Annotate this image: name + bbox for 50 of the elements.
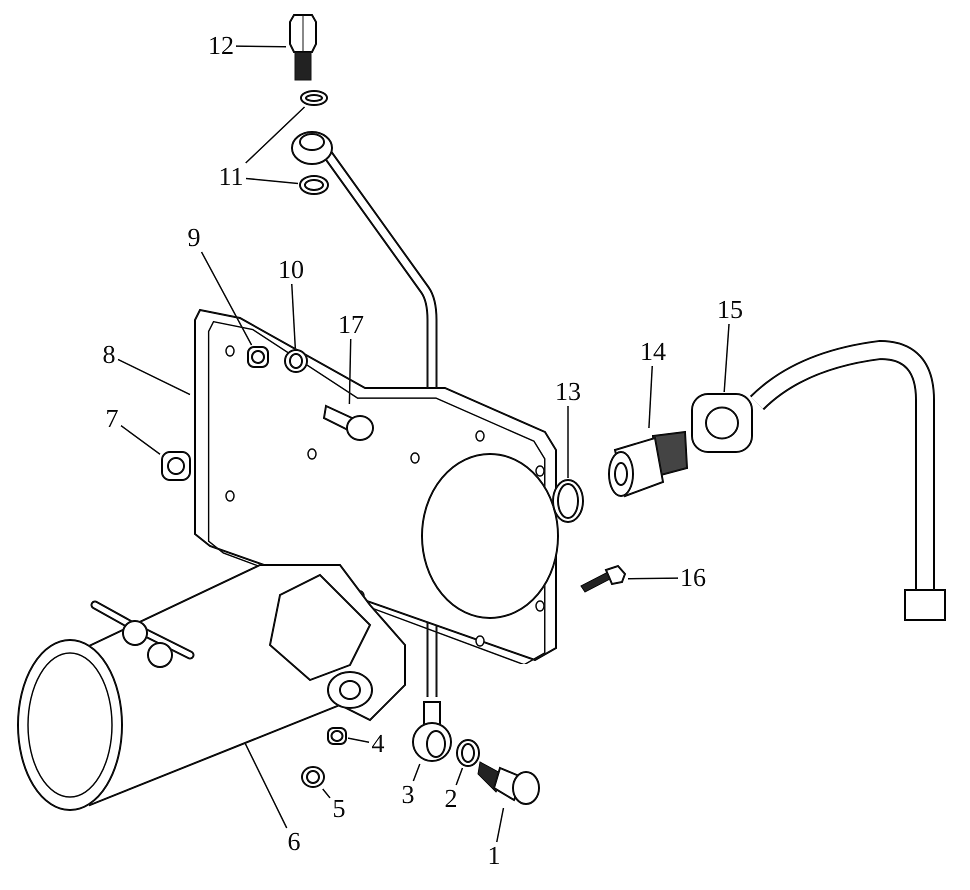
nut-drawing <box>326 726 348 746</box>
sealing-washer-drawing <box>455 738 481 768</box>
leader-line <box>120 425 160 455</box>
leader-line <box>348 338 352 404</box>
callout-number: 5 <box>332 796 346 822</box>
leader-line <box>322 788 331 798</box>
leader-line <box>118 358 190 396</box>
callout-number: 16 <box>680 565 706 591</box>
bolt-drawing <box>322 404 376 442</box>
nut-drawing <box>246 345 270 369</box>
leader-line <box>244 742 288 828</box>
leader-line <box>200 252 252 346</box>
callout-number: 9 <box>188 225 200 251</box>
leader-line <box>723 324 730 392</box>
callout-number: 14 <box>640 339 666 365</box>
leader-line <box>455 768 464 786</box>
sealing-washer-drawing <box>298 174 330 196</box>
banjo-fitting-drawing <box>410 700 454 764</box>
washer-drawing <box>300 765 326 789</box>
sealing-washer-drawing <box>299 89 329 107</box>
leader-line <box>412 764 421 782</box>
callout-number: 4 <box>372 731 384 757</box>
sealing-ring-drawing <box>551 478 585 524</box>
leader-line <box>648 366 653 428</box>
callout-number: 10 <box>278 257 304 283</box>
washer-drawing <box>283 348 309 374</box>
callout-number: 17 <box>338 312 364 338</box>
leader-line <box>236 45 286 48</box>
callout-number: 13 <box>555 379 581 405</box>
leader-line <box>567 406 569 478</box>
leader-line <box>291 284 296 348</box>
leader-line <box>245 106 306 164</box>
callout-number: 12 <box>208 33 234 59</box>
leader-line <box>496 808 504 842</box>
union-nut-drawing <box>690 392 754 454</box>
callout-number: 7 <box>106 406 118 432</box>
callout-number: 8 <box>102 342 116 368</box>
sleeve-drawing <box>160 450 192 482</box>
callout-number: 1 <box>488 843 500 869</box>
callout-number: 3 <box>402 782 414 808</box>
callout-number: 2 <box>444 786 458 812</box>
callout-number: 15 <box>717 297 743 323</box>
banjo-bolt-drawing <box>286 12 320 82</box>
callout-number: 6 <box>288 829 300 855</box>
callout-number: 11 <box>218 164 244 190</box>
leader-line <box>628 577 678 580</box>
leader-line <box>246 178 298 184</box>
fitting-drawing <box>605 428 689 500</box>
screw-drawing <box>578 564 628 594</box>
leader-line <box>348 737 370 743</box>
